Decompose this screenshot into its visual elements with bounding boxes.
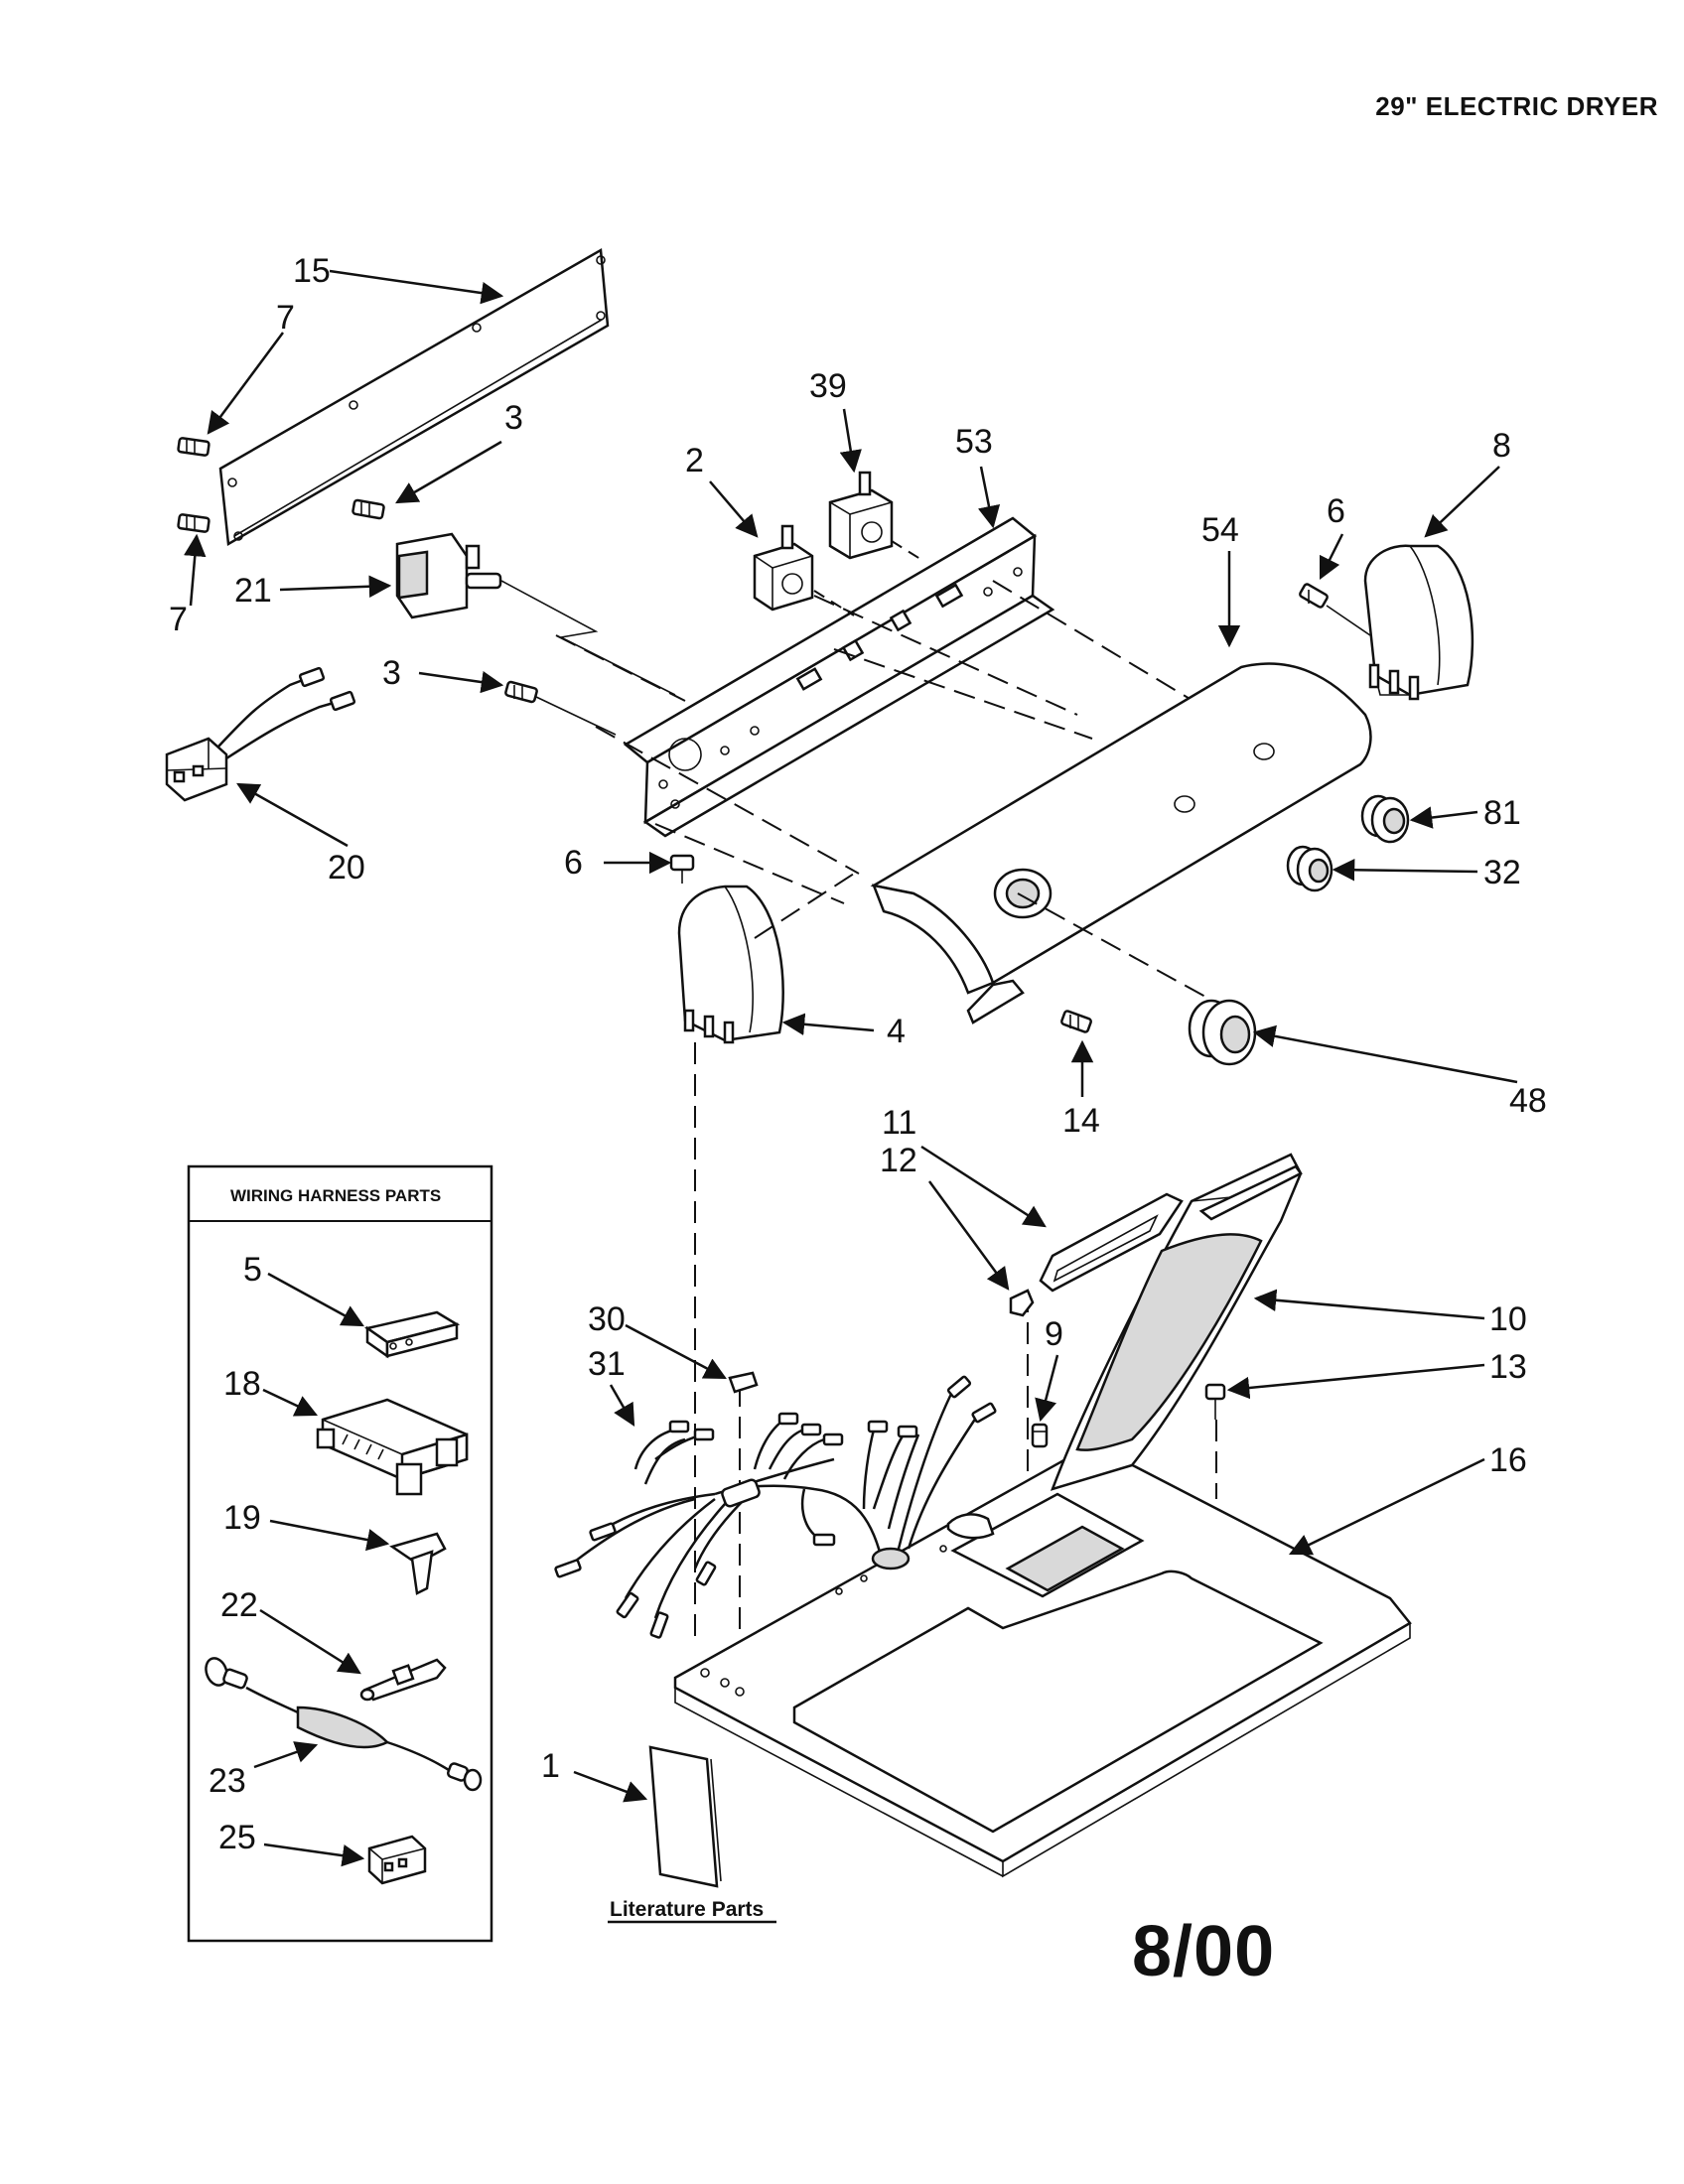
callout-13: 13 [1489, 1348, 1527, 1386]
lint-screen-housing [1050, 1153, 1303, 1491]
diagram-title: 29" ELECTRIC DRYER [1375, 91, 1658, 121]
harness-part-19 [389, 1532, 447, 1595]
callout-23: 23 [209, 1762, 246, 1800]
screw-3-upper [351, 498, 385, 520]
rear-console-panel [218, 247, 610, 547]
callout-19: 19 [223, 1499, 261, 1537]
callout-4: 4 [887, 1013, 906, 1050]
callout-12: 12 [880, 1142, 917, 1179]
screw-3-lower [504, 680, 617, 736]
callout-31: 31 [588, 1345, 626, 1383]
wire-connector-20 [165, 666, 356, 802]
harness-part-5 [363, 1310, 461, 1359]
callout-16: 16 [1489, 1441, 1527, 1479]
harness-part-22 [359, 1658, 447, 1702]
literature-booklet [648, 1745, 722, 1888]
callout-15: 15 [293, 252, 331, 290]
callout-53: 53 [955, 423, 993, 461]
screw-14 [1060, 1010, 1092, 1033]
harness-part-23 [205, 1657, 483, 1792]
screw-6-upper [1299, 583, 1371, 636]
callout-14: 14 [1062, 1102, 1100, 1140]
wiring-box-title: WIRING HARNESS PARTS [230, 1186, 441, 1205]
wiring-harness-parts-box [187, 1164, 493, 1943]
screw-7-lower [177, 513, 210, 533]
knob-48 [1188, 999, 1257, 1066]
callout-48: 48 [1509, 1082, 1547, 1120]
wiring-harness [554, 1375, 997, 1639]
callout-6-upper: 6 [1327, 492, 1345, 530]
callout-21: 21 [234, 572, 272, 610]
callout-1: 1 [541, 1747, 560, 1785]
date-code: 8/00 [1132, 1912, 1276, 1991]
knob-81 [1360, 794, 1410, 844]
leader-lines [184, 269, 1518, 1867]
callout-7-lower: 7 [169, 601, 188, 638]
callout-30: 30 [588, 1300, 626, 1338]
callout-3-upper: 3 [504, 399, 523, 437]
control-console [870, 662, 1372, 1024]
callout-20: 20 [328, 849, 365, 887]
knob-32 [1286, 845, 1333, 892]
clip-30 [728, 1371, 759, 1394]
callout-10: 10 [1489, 1300, 1527, 1338]
switch-2 [753, 524, 814, 612]
harness-part-25 [367, 1835, 427, 1885]
callout-5: 5 [243, 1251, 262, 1289]
callout-81: 81 [1483, 794, 1521, 832]
callout-18: 18 [223, 1365, 261, 1403]
literature-label: Literature Parts [610, 1898, 764, 1921]
control-panel-bracket [623, 516, 1055, 838]
callout-9: 9 [1045, 1315, 1063, 1353]
screw-7-upper [177, 437, 210, 457]
callout-32: 32 [1483, 854, 1521, 891]
callout-2: 2 [685, 442, 704, 479]
callout-11: 11 [882, 1104, 916, 1142]
harness-part-18 [316, 1398, 469, 1496]
lint-screen [1039, 1192, 1184, 1293]
clip-12 [1009, 1289, 1035, 1317]
switch-39 [828, 471, 894, 560]
screw-13 [1204, 1383, 1226, 1420]
callout-3-lower: 3 [382, 654, 401, 692]
top-panel-base [673, 1442, 1412, 1878]
screw-9 [1031, 1423, 1049, 1448]
callout-7-upper: 7 [276, 299, 295, 337]
callout-22: 22 [220, 1586, 258, 1624]
end-cap-left [677, 885, 784, 1044]
screw-6-lower [669, 854, 695, 884]
callout-54: 54 [1201, 511, 1239, 549]
callout-39: 39 [809, 367, 847, 405]
timer-switch [395, 532, 502, 619]
callout-8: 8 [1492, 427, 1511, 465]
end-cap-right [1363, 544, 1474, 701]
callout-25: 25 [218, 1819, 256, 1856]
callout-labels: 15 7 7 3 3 21 20 2 39 53 54 6 8 81 32 48… [169, 252, 1547, 1921]
callout-6-lower: 6 [564, 844, 583, 882]
